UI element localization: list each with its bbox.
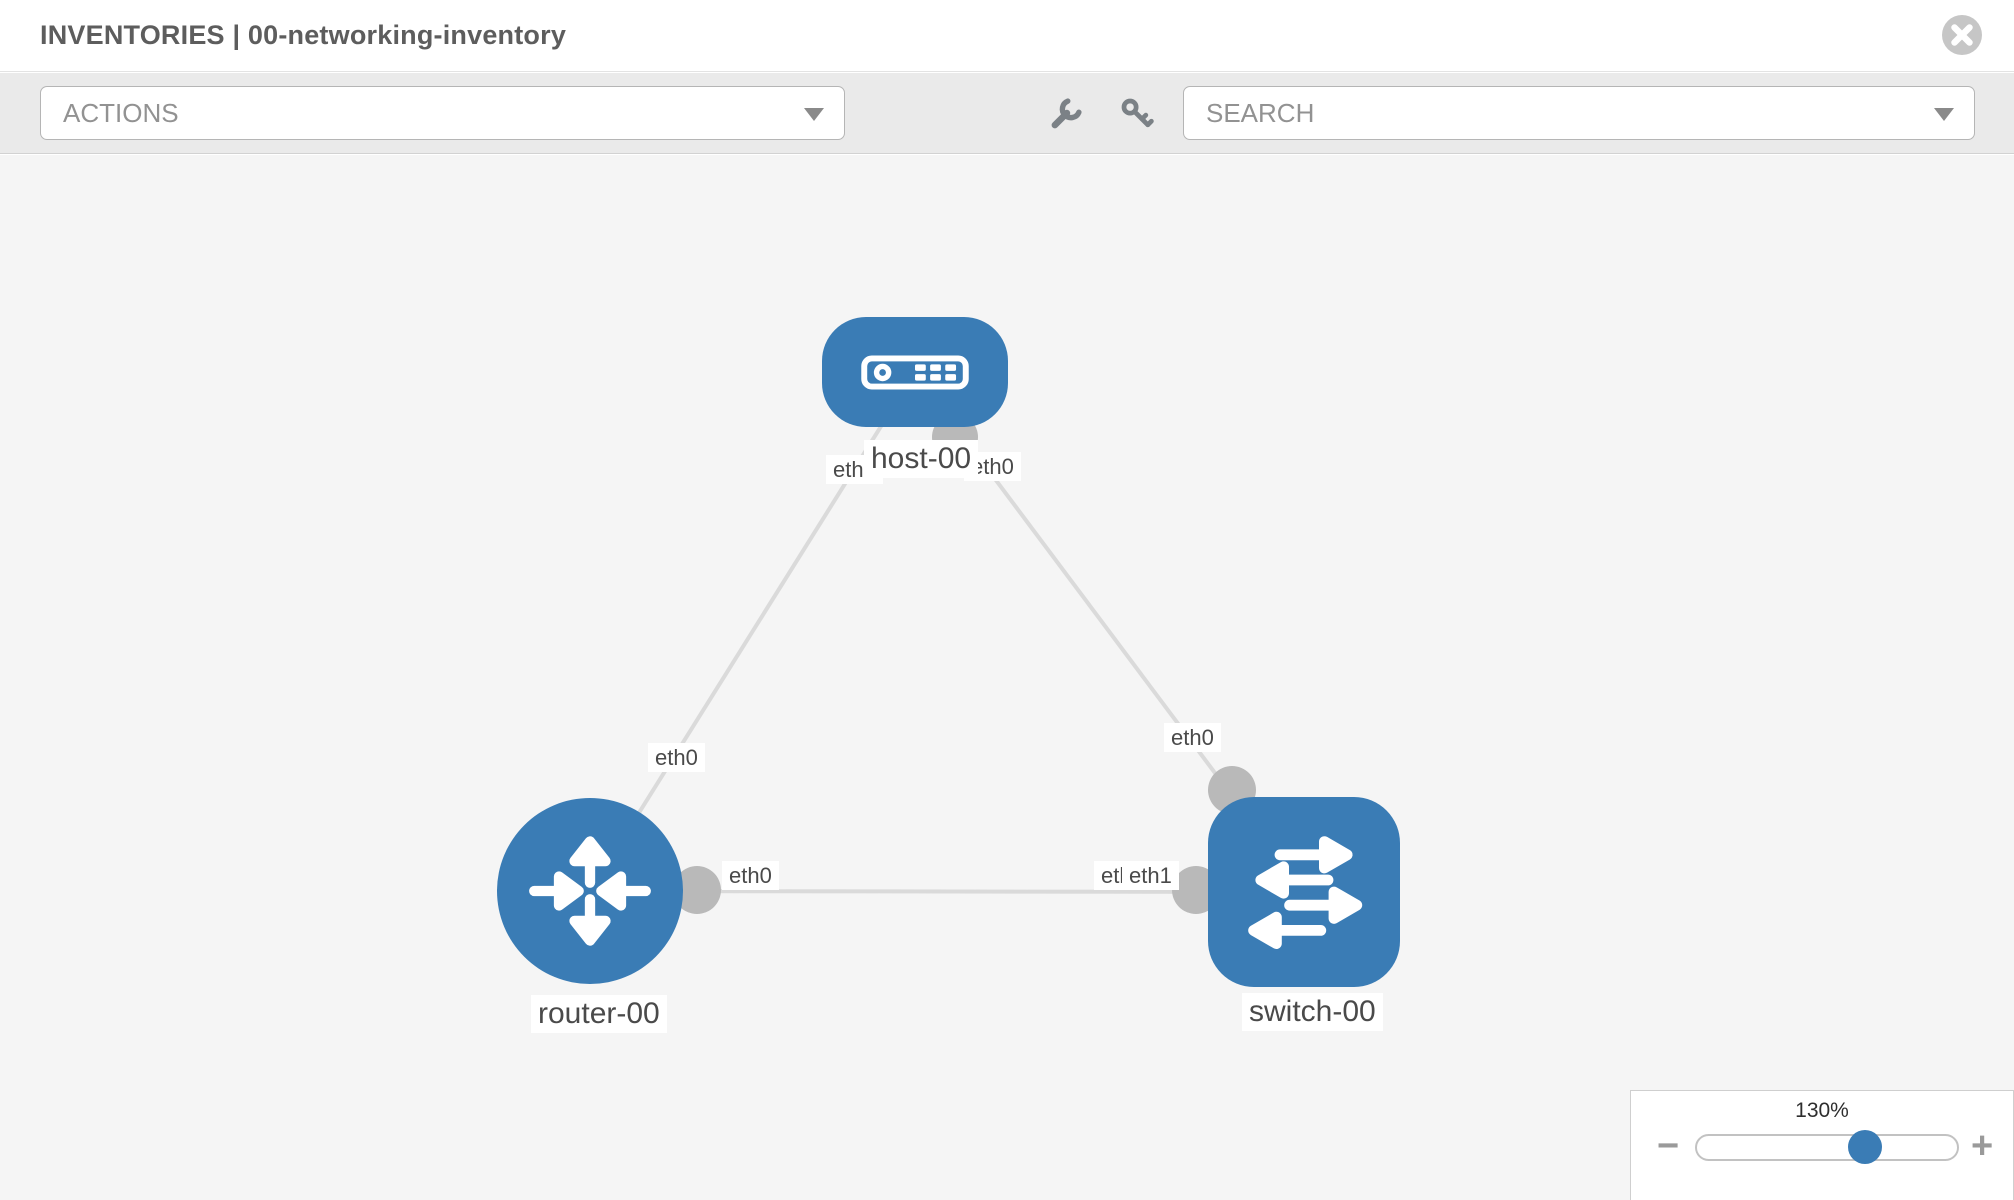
node-router-00[interactable] (497, 798, 683, 984)
zoom-out-button[interactable]: − (1657, 1125, 1680, 1167)
search-dropdown-label: SEARCH (1206, 97, 1315, 128)
switch-icon (1248, 836, 1363, 949)
router-icon (529, 836, 651, 946)
zoom-percent: 130% (1795, 1099, 1849, 1122)
wrench-icon[interactable] (1048, 96, 1084, 132)
chevron-down-icon (804, 108, 824, 121)
search-dropdown[interactable]: SEARCH (1183, 86, 1975, 140)
page-title: INVENTORIES | 00-networking-inventory (40, 20, 567, 50)
port-circle (673, 866, 721, 914)
interface-label: eth0 (1164, 723, 1221, 752)
host-icon (861, 354, 969, 390)
header: INVENTORIES | 00-networking-inventory (0, 0, 2014, 72)
node-switch-00[interactable] (1208, 797, 1400, 987)
interface-label: eth0 (648, 743, 705, 772)
node-label: switch-00 (1242, 993, 1383, 1031)
actions-dropdown-label: ACTIONS (63, 97, 179, 128)
edges-layer (588, 370, 1306, 914)
actions-dropdown[interactable]: ACTIONS (40, 86, 845, 140)
toolbar: ACTIONS SEARCH (0, 73, 2014, 154)
node-host-00[interactable] (822, 317, 1008, 427)
zoom-panel: 130% − + (1630, 1090, 2014, 1200)
interface-label: eth0 (722, 861, 779, 890)
zoom-slider-track[interactable] (1695, 1130, 1959, 1164)
zoom-in-button[interactable]: + (1971, 1125, 1994, 1167)
node-label: host-00 (864, 440, 979, 478)
node-label: router-00 (531, 995, 667, 1033)
zoom-slider-thumb[interactable] (1848, 1130, 1882, 1164)
chevron-down-icon (1934, 108, 1954, 121)
topology-canvas[interactable]: host-00 router-00 switch-00 eth0 eth0 et… (0, 155, 2014, 1200)
interface-label: eth1 (1122, 861, 1179, 890)
key-icon[interactable] (1119, 96, 1155, 132)
close-icon[interactable] (1941, 14, 1983, 56)
